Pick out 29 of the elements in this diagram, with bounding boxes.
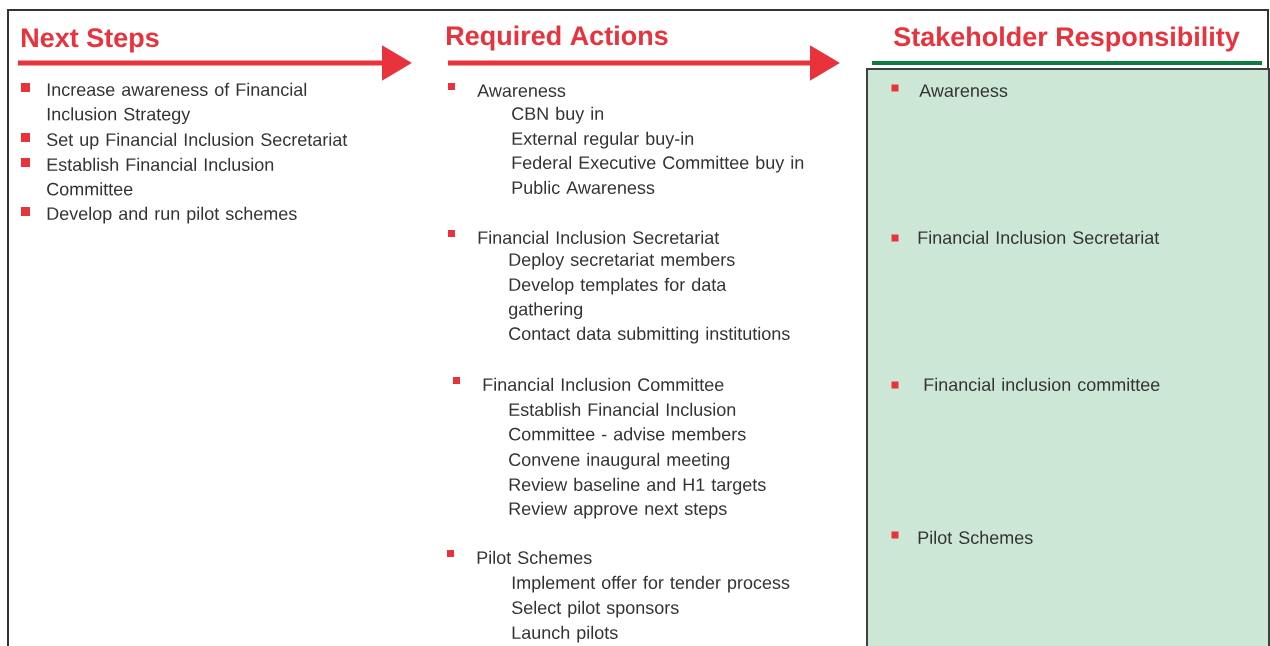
responsibility-item: Financial Inclusion Secretariat xyxy=(918,230,1160,245)
list-item: Review baseline and H1 targets xyxy=(509,477,766,495)
column-heading: Required Actions xyxy=(447,25,668,51)
list-item: Financial Inclusion Committee xyxy=(483,377,724,392)
list-item: External regular buy-in xyxy=(512,131,694,149)
list-item: Establish Financial Inclusion Committee xyxy=(47,157,274,196)
list-item: Financial Inclusion Secretariat xyxy=(478,230,720,245)
responsibility-item: Pilot Schemes xyxy=(918,530,1033,545)
list-item: Federal Executive Committee buy in xyxy=(512,155,804,173)
list-item: Deploy secretariat members xyxy=(509,252,735,270)
list-item: Develop templates for data gathering xyxy=(508,277,727,320)
list-item: Launch pilots xyxy=(512,625,618,643)
list-item: Review approve next steps xyxy=(509,501,727,519)
list-item: Establish Financial Inclusion Committee - advise members xyxy=(509,402,746,441)
list-item: Select pilot sponsors xyxy=(512,600,679,618)
column-heading: Stakeholder Responsibility xyxy=(894,26,1240,52)
list-item: Implement offer for tender process xyxy=(512,575,790,593)
list-item: Convene inaugural meeting xyxy=(509,452,730,470)
list-item: CBN buy in xyxy=(512,106,604,124)
list-item: Increase awareness of Financial Inclusion Strategy xyxy=(47,82,307,125)
list-item: Pilot Schemes xyxy=(477,550,592,565)
list-item: Set up Financial Inclusion Secretariat xyxy=(47,132,348,150)
responsibility-item: Awareness xyxy=(919,84,1008,98)
list-item: Contact data submitting institutions xyxy=(509,326,790,344)
list-item: Awareness xyxy=(477,84,566,98)
list-item: Develop and run pilot schemes xyxy=(47,206,297,224)
responsibility-item: Financial inclusion committee xyxy=(924,377,1160,392)
column-heading: Next Steps xyxy=(22,28,159,53)
list-item: Public Awareness xyxy=(512,180,655,195)
